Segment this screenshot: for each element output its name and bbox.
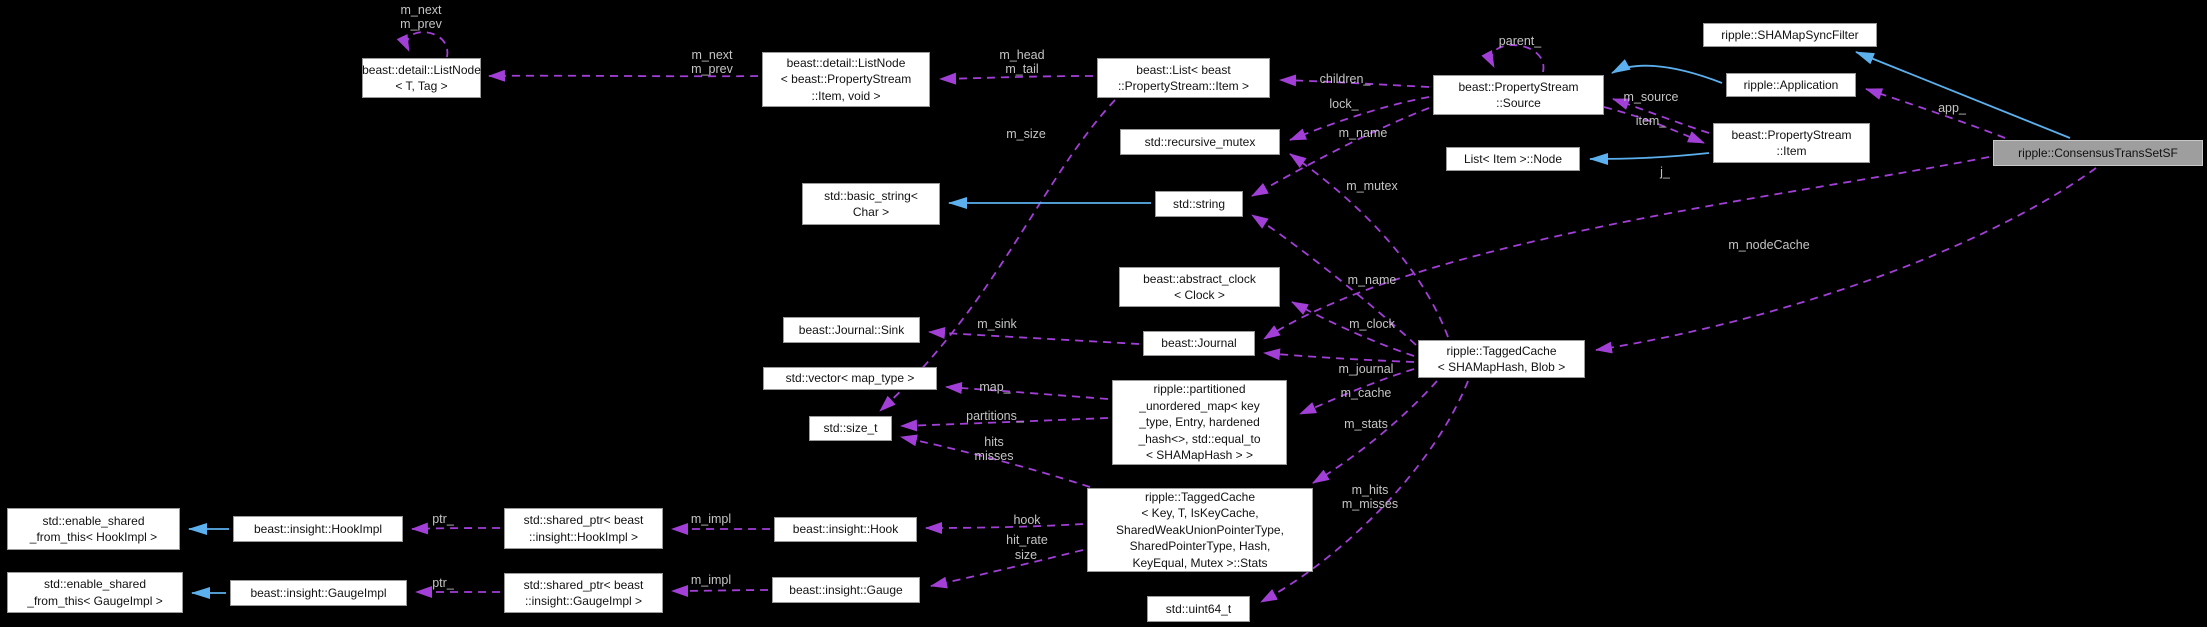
node-gauge[interactable]: beast::insight::Gauge: [772, 577, 920, 603]
edge-label-partitions: partitions_: [966, 409, 1024, 423]
node-gaugeimpl[interactable]: beast::insight::GaugeImpl: [230, 580, 407, 606]
edge-label-m-stats: m_stats: [1344, 417, 1388, 431]
node-journal-sink[interactable]: beast::Journal::Sink: [783, 317, 920, 343]
node-string[interactable]: std::string: [1155, 191, 1243, 217]
node-shamap-sync-filter[interactable]: ripple::SHAMapSyncFilter: [1703, 23, 1877, 47]
node-list-item[interactable]: beast::List< beast ::PropertyStream::Ite…: [1097, 58, 1270, 98]
node-uint64-t[interactable]: std::uint64_t: [1147, 596, 1250, 622]
node-journal[interactable]: beast::Journal: [1143, 331, 1255, 356]
edge-hits-misses: [900, 434, 1091, 488]
edge-label-children: children_: [1319, 72, 1371, 86]
edge-label-m-mutex: m_mutex: [1346, 179, 1398, 193]
edge-m-cache: [1299, 368, 1415, 415]
node-partitioned-unordered-map[interactable]: ripple::partitioned _unordered_map< key …: [1112, 380, 1287, 465]
edge-j: [1263, 156, 1990, 340]
edge-self-parent: [1481, 44, 1545, 73]
edge-label-map: map_: [979, 380, 1011, 394]
edge-label-hit-rate: hit_rate: [1006, 533, 1048, 547]
edge-label-j: j_: [1660, 165, 1670, 179]
edge-map: [945, 382, 1109, 400]
node-abstract-clock[interactable]: beast::abstract_clock < Clock >: [1119, 267, 1280, 307]
node-tagged-cache-stats[interactable]: ripple::TaggedCache < Key, T, IsKeyCache…: [1087, 488, 1313, 572]
edge-m-journal: [1263, 348, 1415, 363]
node-hookimpl[interactable]: beast::insight::HookImpl: [233, 516, 403, 542]
node-application[interactable]: ripple::Application: [1726, 73, 1856, 97]
edge-hook: [925, 521, 1084, 534]
edge-partitions: [900, 417, 1109, 432]
edge-m-stats: [1312, 380, 1438, 484]
edge-label-m-name-source: m_name: [1338, 126, 1388, 140]
edge-inherit-consensus: [1855, 51, 2071, 139]
node-propertystream-source[interactable]: beast::PropertyStream ::Source: [1433, 75, 1604, 115]
edge-self-next-prev: [396, 31, 449, 58]
edge-inherit-item: [1589, 152, 1710, 165]
node-enable-shared-hookimpl[interactable]: std::enable_shared _from_this< HookImpl …: [7, 508, 180, 550]
node-listnode-item-void[interactable]: beast::detail::ListNode < beast::Propert…: [762, 52, 930, 107]
edge-m-impl-gauge: [671, 584, 769, 597]
edge-lock: [1289, 96, 1430, 141]
edge-ptr-hook: [411, 522, 501, 535]
edge-app: [1865, 88, 2006, 139]
edge-label-m-cache: m_cache: [1340, 386, 1392, 400]
edge-label-hook: hook: [1013, 513, 1041, 527]
edge-label-head-tail: m_head m_tail: [999, 48, 1045, 76]
edge-m-nodecache: [1595, 167, 2097, 354]
edge-label-m-clock: m_clock: [1349, 317, 1395, 331]
edge-m-clock: [1291, 301, 1415, 357]
edge-label-lock: lock_: [1329, 97, 1359, 111]
edge-head-tail: [939, 72, 1094, 85]
edge-m-hits-misses: [1260, 380, 1469, 603]
node-hook[interactable]: beast::insight::Hook: [774, 517, 917, 542]
edge-label-m-sink: m_sink: [977, 317, 1017, 331]
edge-label-size: size: [1014, 548, 1038, 562]
node-basic-string[interactable]: std::basic_string< Char >: [802, 183, 940, 225]
node-listnode-t-tag[interactable]: beast::detail::ListNode < T, Tag >: [362, 58, 481, 98]
edge-label-m-impl-gauge: m_impl: [690, 573, 732, 587]
node-shared-ptr-gaugeimpl[interactable]: std::shared_ptr< beast ::insight::GaugeI…: [504, 573, 663, 613]
edge-label-ptr-hook: ptr_: [432, 512, 454, 526]
node-vector-map-type[interactable]: std::vector< map_type >: [763, 367, 937, 390]
edge-label-next-prev: m_next m_prev: [691, 48, 733, 76]
edge-label-m-impl-hook: m_impl: [690, 512, 732, 526]
edge-label-m-name-cache: m_name: [1347, 273, 1397, 287]
node-enable-shared-gaugeimpl[interactable]: std::enable_shared _from_this< GaugeImpl…: [7, 572, 183, 613]
edge-children: [1279, 74, 1430, 88]
node-list-item-node[interactable]: List< Item >::Node: [1446, 147, 1580, 171]
edge-inherit-application: [1611, 59, 1723, 84]
edge-label-self-next-prev: m_next m_prev: [400, 3, 442, 31]
edge-label-m-journal: m_journal: [1338, 362, 1394, 376]
node-shared-ptr-hookimpl[interactable]: std::shared_ptr< beast ::insight::HookIm…: [504, 508, 663, 549]
edge-next-prev: [488, 69, 759, 82]
edge-label-m-source: m_source: [1623, 90, 1679, 104]
edge-m-name-cache: [1251, 214, 1417, 346]
node-size-t[interactable]: std::size_t: [809, 416, 892, 441]
edge-m-sink: [928, 327, 1140, 345]
node-recursive-mutex[interactable]: std::recursive_mutex: [1120, 129, 1280, 155]
edge-label-m-size: m_size: [1006, 127, 1046, 141]
edge-hit-rate-size: [930, 549, 1084, 589]
edge-label-m-nodecache: m_nodeCache: [1728, 238, 1810, 252]
edge-label-hits-misses: hits misses: [974, 435, 1014, 463]
edge-item: [1603, 106, 1705, 144]
edge-m-size: [879, 99, 1116, 412]
edge-label-m-hits-misses: m_hits m_misses: [1341, 483, 1399, 511]
node-propertystream-item[interactable]: beast::PropertyStream ::Item: [1713, 123, 1870, 163]
edge-label-parent: parent_: [1498, 34, 1542, 48]
edge-label-ptr-gauge: ptr_: [432, 576, 454, 590]
node-consensus-trans-set-sf[interactable]: ripple::ConsensusTransSetSF: [1993, 140, 2203, 166]
edge-label-app: app_: [1938, 101, 1966, 115]
edge-label-item: item_: [1635, 114, 1667, 128]
node-tagged-cache-shamaphash-blob[interactable]: ripple::TaggedCache < SHAMapHash, Blob >: [1418, 340, 1585, 378]
edge-m-source: [1612, 98, 1710, 134]
edge-m-mutex: [1289, 153, 1449, 338]
